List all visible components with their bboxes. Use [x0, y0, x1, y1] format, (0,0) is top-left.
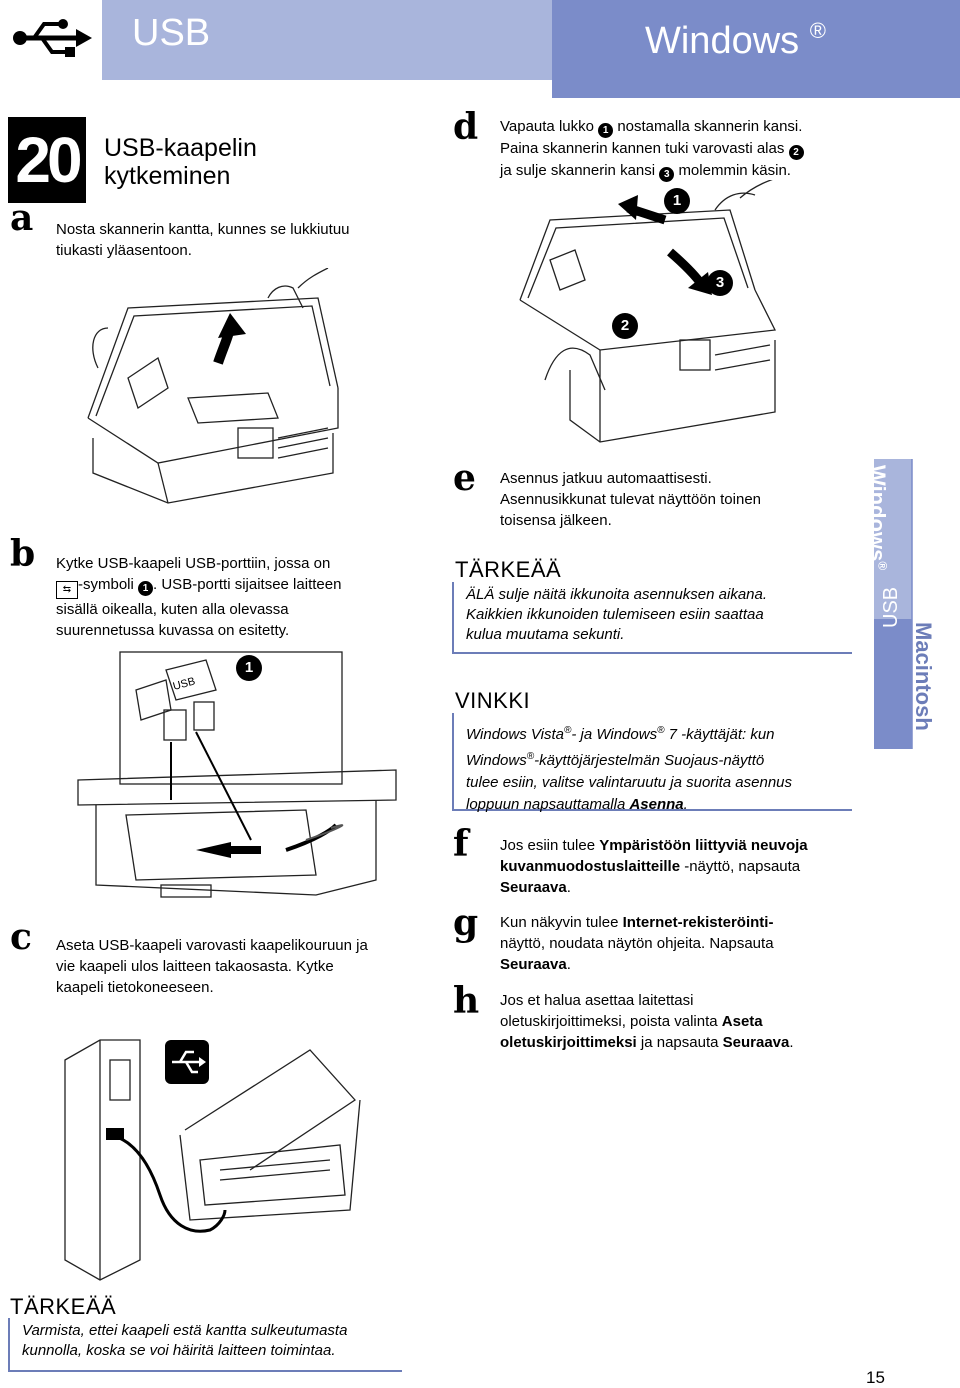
step-b-text: Kytke USB-kaapeli USB-porttiin, jossa on…	[56, 555, 342, 639]
important-frame	[452, 582, 852, 654]
callout-1-icon: 1	[236, 655, 262, 681]
callout-2-icon: 2	[788, 145, 804, 160]
step-letter-h: h	[453, 980, 480, 1022]
step-h-text: Jos et halua asettaa laitettasi oletuski…	[500, 992, 794, 1051]
page-number: 15	[866, 1368, 885, 1387]
step-letter-c: c	[10, 916, 32, 958]
vinkki-heading: VINKKI	[455, 688, 531, 713]
bottom-important-heading: TÄRKEÄÄ	[10, 1294, 117, 1319]
callout-2-icon: 2	[612, 313, 638, 339]
step-letter-g: g	[453, 902, 479, 944]
step-letter-a: a	[10, 197, 34, 239]
step-letter-f: f	[453, 823, 469, 865]
usb-port-label: USB	[172, 675, 197, 692]
step-a-text: Nosta skannerin kantta, kunnes se lukkiu…	[56, 221, 350, 259]
computer-cable-illustration	[64, 1039, 361, 1281]
vinkki-text: Windows Vista®- ja Windows® 7 -käyttäjät…	[466, 725, 793, 813]
important-text: ÄLÄ sulje näitä ikkunoita asennuksen aik…	[466, 586, 768, 643]
side-tab-usb: USB	[880, 586, 902, 628]
usb-symbol-icon: ⇆	[56, 581, 78, 599]
callout-1-icon: 1	[598, 123, 614, 138]
usb-port-closeup-illustration: USB	[77, 651, 397, 898]
side-tab-macintosh: Macintosh	[911, 622, 936, 731]
step-letter-e: e	[453, 457, 476, 499]
step-f-text: Jos esiin tulee Ympäristöön liittyviä ne…	[500, 837, 808, 896]
os-side-tab	[874, 459, 958, 749]
important-heading: TÄRKEÄÄ	[455, 557, 562, 582]
callout-3-icon: 3	[707, 270, 733, 296]
usb-symbol-icon	[13, 19, 92, 57]
header-usb-title: USB	[132, 12, 211, 54]
vinkki-frame	[452, 713, 852, 811]
step-g-text: Kun näkyvin tulee Internet-rekisteröinti…	[500, 914, 774, 973]
printer-lid-close-illustration	[519, 180, 776, 443]
step-c-text: Aseta USB-kaapeli varovasti kaapelikouru…	[56, 937, 368, 996]
step-letter-b: b	[10, 533, 36, 575]
header-usb-band	[102, 0, 552, 80]
callout-1-icon: 1	[138, 581, 154, 596]
step-d-text: Vapauta lukko 1 nostamalla skannerin kan…	[500, 118, 804, 182]
bottom-important-frame	[8, 1318, 402, 1372]
bottom-important-text: Varmista, ettei kaapeli estä kantta sulk…	[22, 1322, 348, 1359]
step-letter-d: d	[453, 106, 479, 148]
callout-3-icon: 3	[659, 167, 675, 182]
header-windows-title: Windows ®	[645, 18, 826, 62]
printer-lid-open-illustration	[87, 268, 339, 504]
callout-1-icon: 1	[664, 188, 690, 214]
step-e-text: Asennus jatkuu automaattisesti.Asennusik…	[500, 470, 762, 529]
step-number-badge: 20	[8, 117, 86, 203]
header-windows-band	[552, 0, 960, 98]
